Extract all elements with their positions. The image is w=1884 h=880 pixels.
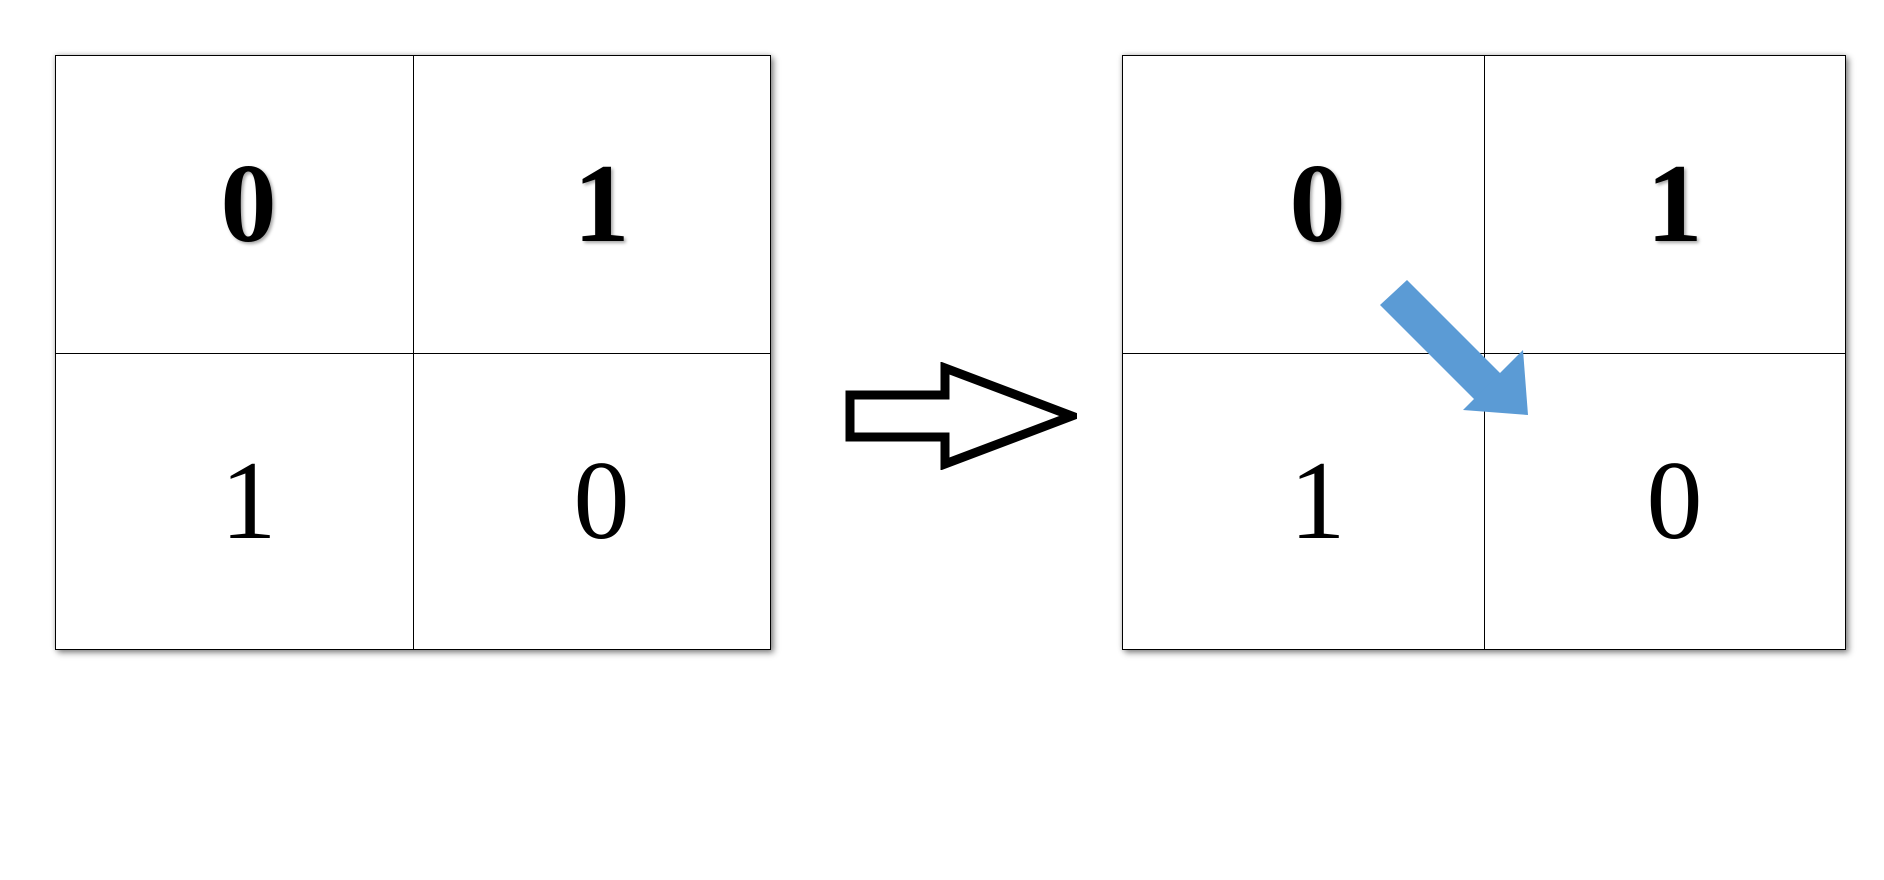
matrix-cell-row0-col1: 1 xyxy=(413,56,770,353)
matrix-cell-row1-col1: 0 xyxy=(413,353,770,650)
cell-value: 1 xyxy=(1646,142,1703,267)
cell-value: 1 xyxy=(573,142,630,267)
after-matrix: 0 1 1 0 xyxy=(1122,55,1846,650)
before-matrix: 0 1 1 0 xyxy=(55,55,771,650)
matrix-horizontal-divider xyxy=(56,352,770,354)
matrix-cell-row1-col0: 1 xyxy=(56,353,413,650)
cell-value: 1 xyxy=(1289,438,1346,563)
cell-value: 0 xyxy=(1646,438,1703,563)
matrix-cell-row0-col0: 0 xyxy=(1123,56,1484,353)
cell-value: 0 xyxy=(573,438,630,563)
cell-value: 0 xyxy=(1289,142,1346,267)
matrix-cell-row1-col0: 1 xyxy=(1123,353,1484,650)
matrix-cell-row0-col1: 1 xyxy=(1484,56,1845,353)
matrix-cell-row1-col1: 0 xyxy=(1484,353,1845,650)
cell-value: 1 xyxy=(220,438,277,563)
matrix-cell-row0-col0: 0 xyxy=(56,56,413,353)
block-arrow-right-icon xyxy=(845,361,1085,471)
cell-value: 0 xyxy=(220,142,277,267)
